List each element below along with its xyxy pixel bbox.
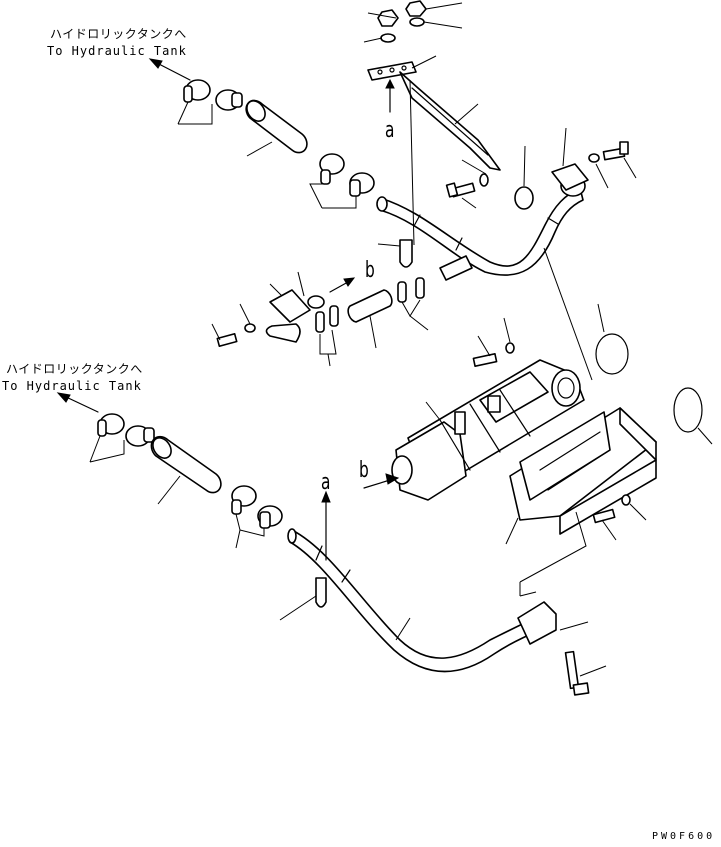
lower-hose-assembly [56,392,607,696]
upper-hose-assembly [148,58,375,209]
lower-tank-label-jp: ハイドロリックタンクへ [6,362,143,376]
hydraulic-pump [363,247,593,501]
drawing-code: PW0F600 [652,831,716,842]
lower-tank-label-en: To Hydraulic Tank [2,379,142,393]
pipe-bracket [363,0,501,246]
middle-connection [211,255,473,367]
upper-tank-label-jp: ハイドロリックタンクへ [50,27,187,41]
o-ring-2 [673,387,703,433]
view-a-upper-label: a [385,118,395,143]
upper-tank-label-en: To Hydraulic Tank [47,44,187,58]
o-ring-1 [595,333,629,375]
tank-block [505,407,657,597]
view-a-lower-label: a [321,470,331,495]
upper-fasteners [377,127,637,268]
view-b-lower-label: b [359,458,369,483]
view-b-upper-label: b [365,258,375,283]
